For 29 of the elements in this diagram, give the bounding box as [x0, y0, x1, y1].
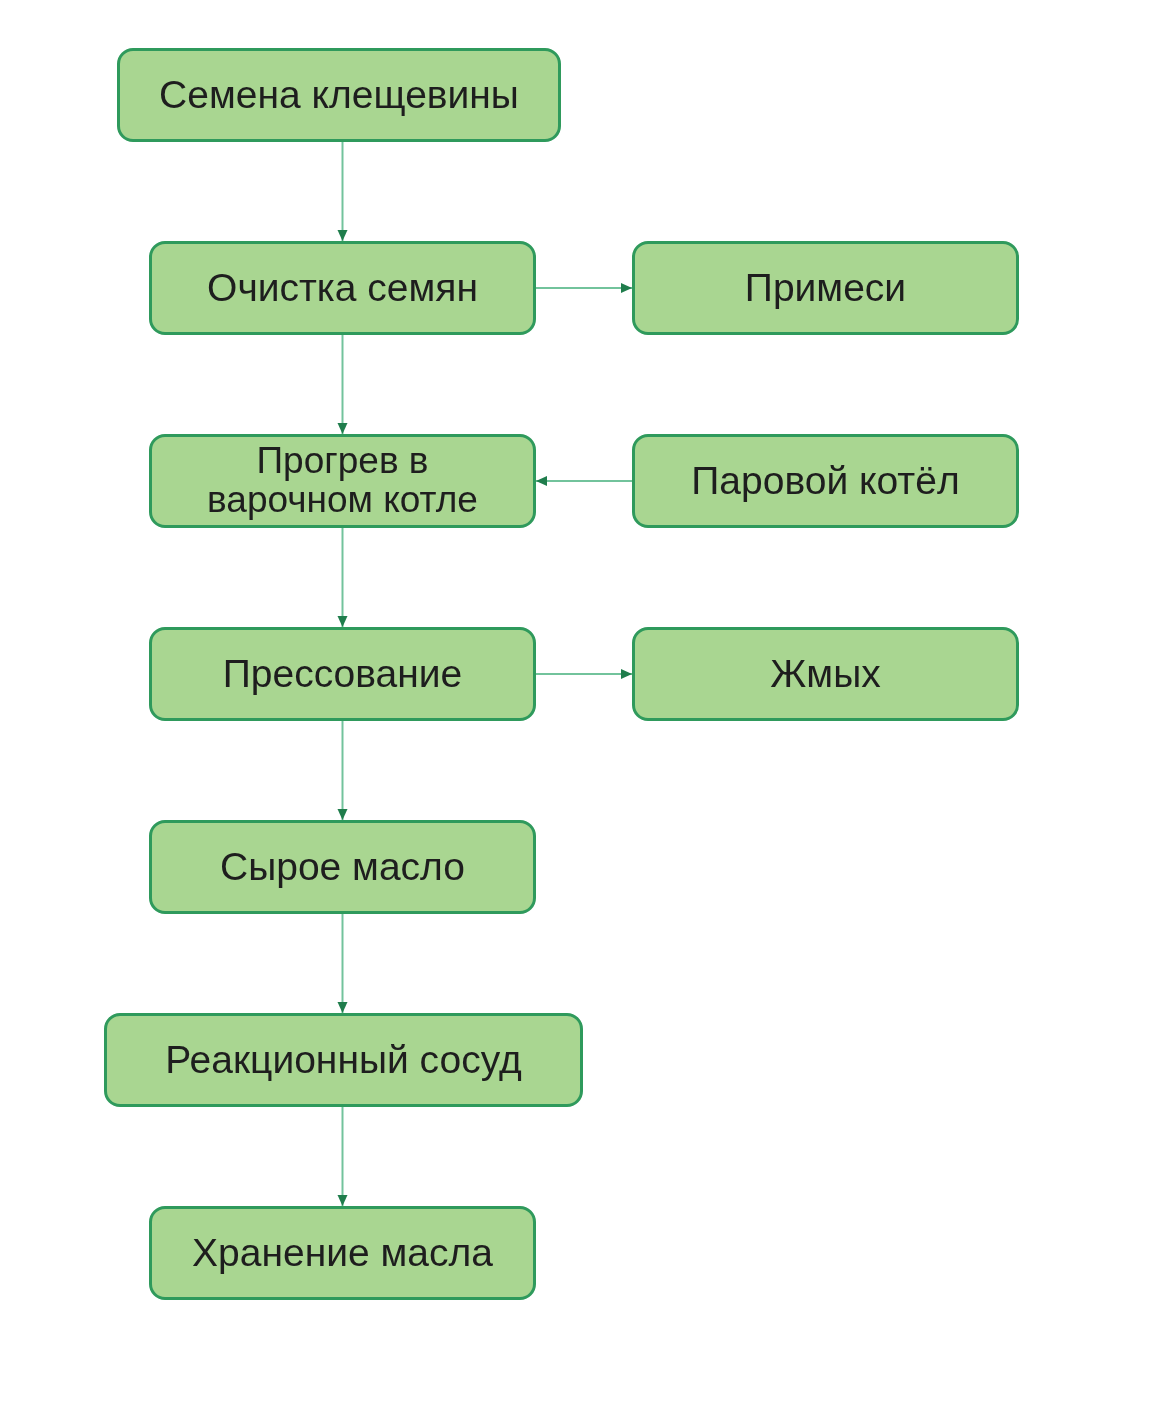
process-box — [149, 820, 536, 914]
arrow — [337, 527, 348, 628]
node-label: Хранение масла — [192, 1232, 493, 1274]
arrow — [337, 141, 348, 242]
node-label: Паровой котёл — [691, 460, 960, 502]
arrow — [535, 476, 633, 486]
node-label: Семена клещевины — [159, 74, 519, 116]
arrow — [535, 669, 633, 679]
arrow — [535, 283, 633, 293]
arrow — [337, 1106, 348, 1207]
node-label: Прогрев в варочном котле — [206, 442, 479, 520]
node-label: Жмых — [770, 653, 881, 695]
arrow — [337, 334, 348, 435]
process-box — [149, 1206, 536, 1300]
process-box — [149, 434, 536, 528]
process-box — [149, 627, 536, 721]
node-label: Прессование — [222, 653, 463, 695]
process-box — [632, 241, 1019, 335]
process-box — [632, 434, 1019, 528]
process-box — [104, 1013, 583, 1107]
node-label: Сырое масло — [220, 846, 465, 888]
process-box — [632, 627, 1019, 721]
process-box — [117, 48, 561, 142]
node-label: Примеси — [744, 267, 907, 309]
node-label: Очистка семян — [207, 267, 478, 309]
node-label: Реакционный сосуд — [165, 1039, 522, 1081]
arrow — [337, 720, 348, 821]
arrow — [337, 913, 348, 1014]
process-box — [149, 241, 536, 335]
